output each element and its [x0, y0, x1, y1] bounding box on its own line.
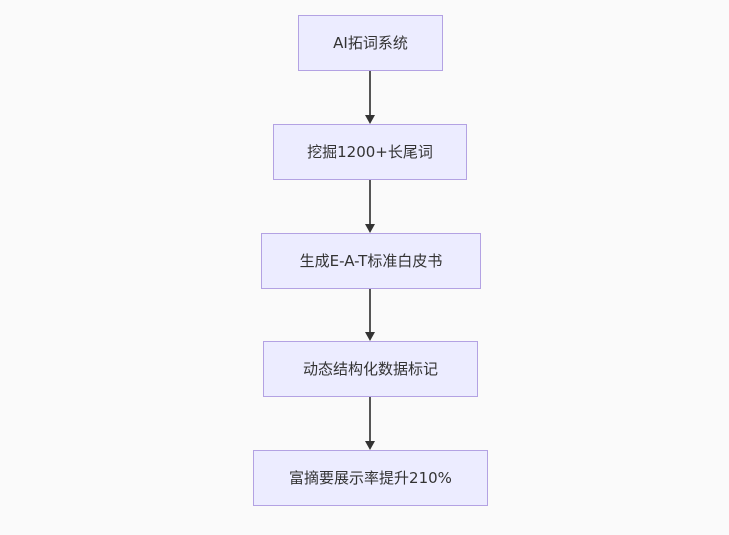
flow-arrow-4 [365, 397, 375, 450]
node-label: 生成E-A-T标准白皮书 [299, 252, 443, 270]
flowchart-node-ai-keyword-system: AI拓词系统 [298, 15, 443, 71]
arrow-shaft [369, 397, 371, 442]
flow-arrow-1 [365, 71, 375, 124]
node-label: 富摘要展示率提升210% [289, 469, 452, 487]
arrow-head-icon [365, 115, 375, 124]
arrow-shaft [369, 71, 371, 116]
flow-arrow-3 [365, 289, 375, 341]
arrow-head-icon [365, 441, 375, 450]
flowchart-node-eat-whitepaper: 生成E-A-T标准白皮书 [261, 233, 481, 289]
arrow-head-icon [365, 224, 375, 233]
flowchart-node-structured-data: 动态结构化数据标记 [263, 341, 478, 397]
node-label: 挖掘1200+长尾词 [307, 143, 433, 161]
arrow-head-icon [365, 332, 375, 341]
arrow-shaft [369, 180, 371, 225]
arrow-shaft [369, 289, 371, 333]
node-label: 动态结构化数据标记 [302, 360, 438, 378]
flow-arrow-2 [365, 180, 375, 233]
flowchart-node-rich-snippet-result: 富摘要展示率提升210% [253, 450, 488, 506]
node-label: AI拓词系统 [333, 34, 408, 52]
flowchart-node-longtail-mining: 挖掘1200+长尾词 [273, 124, 467, 180]
